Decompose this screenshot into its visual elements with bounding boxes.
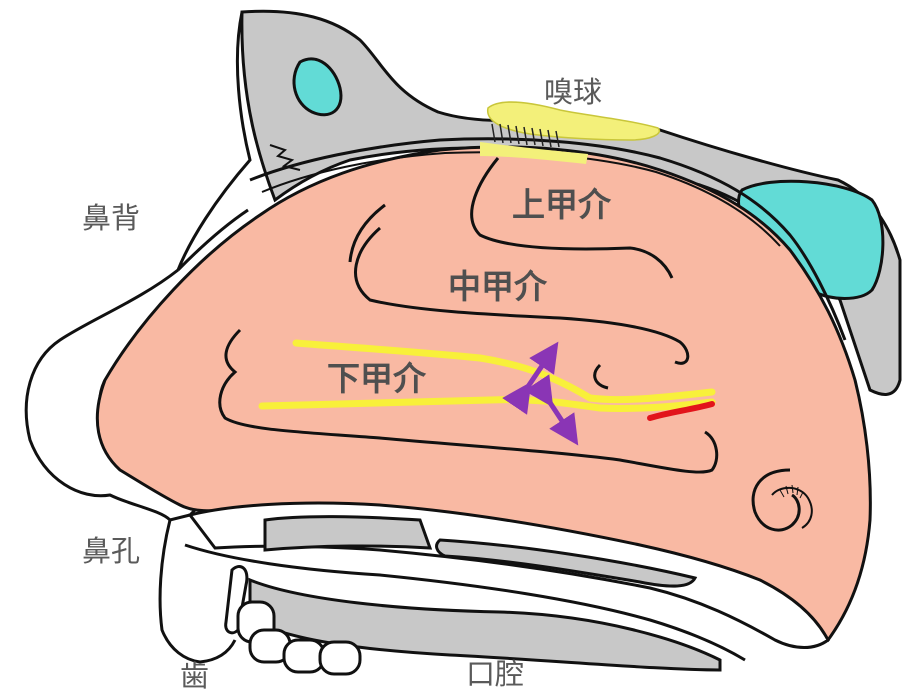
label-nostril: 鼻孔	[82, 537, 140, 566]
label-oral-cavity: 口腔	[466, 660, 524, 689]
label-inferior-turbinate: 下甲介	[327, 362, 426, 395]
label-superior-turbinate: 上甲介	[512, 188, 611, 221]
maxilla-bone	[265, 517, 430, 550]
label-nasal-dorsum: 鼻背	[82, 204, 140, 233]
label-teeth: 歯	[180, 662, 209, 691]
label-middle-turbinate: 中甲介	[448, 270, 547, 303]
label-olfactory-bulb: 嗅球	[544, 78, 602, 107]
